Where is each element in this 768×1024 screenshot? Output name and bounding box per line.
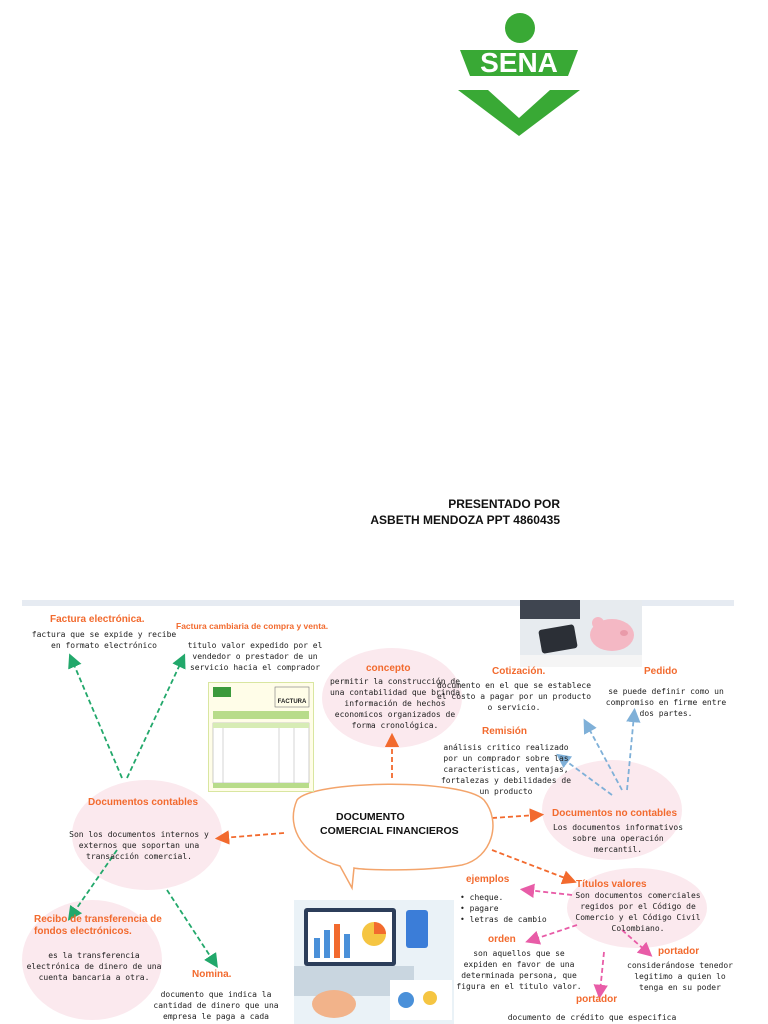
arrows-layer bbox=[67, 653, 653, 1000]
factura-cambiaria-title: Factura cambiaria de compra y venta. bbox=[176, 621, 329, 631]
portador-1-text: considerándose tenedor legitimo a quien … bbox=[627, 961, 733, 992]
piggy-bank-photo bbox=[520, 600, 642, 667]
pedido-text: se puede definir como un compromiso en f… bbox=[605, 687, 727, 718]
arrow-to-titulos bbox=[491, 849, 577, 885]
map-top-bar bbox=[22, 600, 734, 606]
arrow-to-portador2 bbox=[593, 951, 608, 1000]
arrow-to-factura-electronica bbox=[68, 653, 123, 779]
arrow-to-nomina bbox=[166, 889, 218, 969]
arrow-to-no-contables bbox=[491, 808, 545, 823]
arrow-to-portador1 bbox=[621, 929, 653, 957]
factura-image-label: FACTURA bbox=[278, 699, 307, 705]
orden-title: orden bbox=[488, 934, 516, 945]
portador-2-text: documento de crédito que especifica bbox=[507, 1013, 677, 1022]
nomina-title: Nomina. bbox=[192, 969, 232, 980]
factura-electronica-text: factura que se expide y recibe en format… bbox=[31, 630, 177, 650]
center-title-line1: DOCUMENTO bbox=[336, 811, 405, 823]
center-title-line2: COMERCIAL FINANCIEROS bbox=[320, 825, 459, 837]
cotizacion-title: Cotización. bbox=[492, 666, 546, 677]
ejemplos-list: • cheque. • pagare • letras de cambio bbox=[460, 892, 560, 925]
ejemplos-title: ejemplos bbox=[466, 874, 510, 885]
arrow-to-pedido bbox=[626, 707, 641, 791]
titulos-valores-title: Títulos valores bbox=[576, 879, 647, 890]
remision-text: análisis critico realizado por un compra… bbox=[440, 743, 572, 796]
blob-recibo bbox=[22, 900, 162, 1020]
remision-title: Remisión bbox=[482, 726, 528, 737]
author-name: ASBETH MENDOZA PPT 4860435 bbox=[370, 513, 560, 527]
ejemplos-item-2: • pagare bbox=[460, 904, 499, 913]
factura-image: FACTURA bbox=[208, 682, 314, 792]
recibo-title: Recibo de transferencia de fondos electr… bbox=[34, 914, 162, 937]
cotizacion-text: documento en el que se establece el cost… bbox=[436, 681, 592, 712]
center-title: DOCUMENTO COMERCIAL FINANCIEROS bbox=[320, 810, 480, 838]
blob-no-contables bbox=[542, 760, 682, 860]
orden-text: son aquellos que se expiden en favor de … bbox=[456, 949, 582, 991]
factura-electronica-title: Factura electrónica. bbox=[50, 614, 145, 625]
concepto-title: concepto bbox=[366, 663, 411, 674]
nomina-text: documento que indica la cantidad de dine… bbox=[153, 990, 279, 1021]
center-bubble bbox=[292, 783, 494, 891]
portador-1-title: portador bbox=[658, 946, 700, 957]
sena-logo: SENA bbox=[448, 10, 590, 136]
documentos-no-contables-text: Los documentos informativos sobre una op… bbox=[552, 823, 684, 854]
arrow-to-documentos-contables bbox=[214, 830, 285, 845]
arrow-to-cotizacion bbox=[583, 718, 623, 791]
presented-by-label: PRESENTADO POR bbox=[448, 497, 560, 511]
documentos-contables-title: Documentos contables bbox=[88, 797, 199, 808]
factura-cambiaria-text: titulo valor expedido por el vendedor o … bbox=[187, 641, 323, 672]
recibo-text: es la transferencia electrónica de diner… bbox=[26, 951, 162, 982]
laptop-charts-photo bbox=[294, 900, 454, 1024]
blob-titulos bbox=[567, 868, 707, 948]
blob-concepto bbox=[322, 648, 462, 748]
documentos-no-contables-title: Documentos no contables bbox=[552, 808, 678, 819]
arrow-to-factura-cambiaria bbox=[126, 653, 186, 779]
ejemplos-item-1: • cheque. bbox=[460, 893, 504, 902]
ejemplos-item-3: • letras de cambio bbox=[460, 915, 547, 924]
documentos-contables-text: Son los documentos internos y externos q… bbox=[69, 830, 209, 861]
titulos-valores-text: Son documentos comerciales regidos por e… bbox=[575, 891, 701, 933]
pedido-title: Pedido bbox=[644, 666, 678, 677]
concepto-text: permitir la construcción de una contabil… bbox=[329, 677, 461, 730]
arrow-to-remision bbox=[556, 753, 613, 796]
blob-documentos-contables bbox=[72, 780, 222, 890]
concept-map: DOCUMENTO COMERCIAL FINANCIEROS Factura … bbox=[22, 600, 734, 1024]
portador-2-title: portador bbox=[576, 994, 618, 1005]
arrow-to-recibo bbox=[67, 849, 118, 921]
presented-by-block: PRESENTADO POR ASBETH MENDOZA PPT 486043… bbox=[360, 496, 560, 528]
sena-logo-text: SENA bbox=[480, 47, 558, 78]
